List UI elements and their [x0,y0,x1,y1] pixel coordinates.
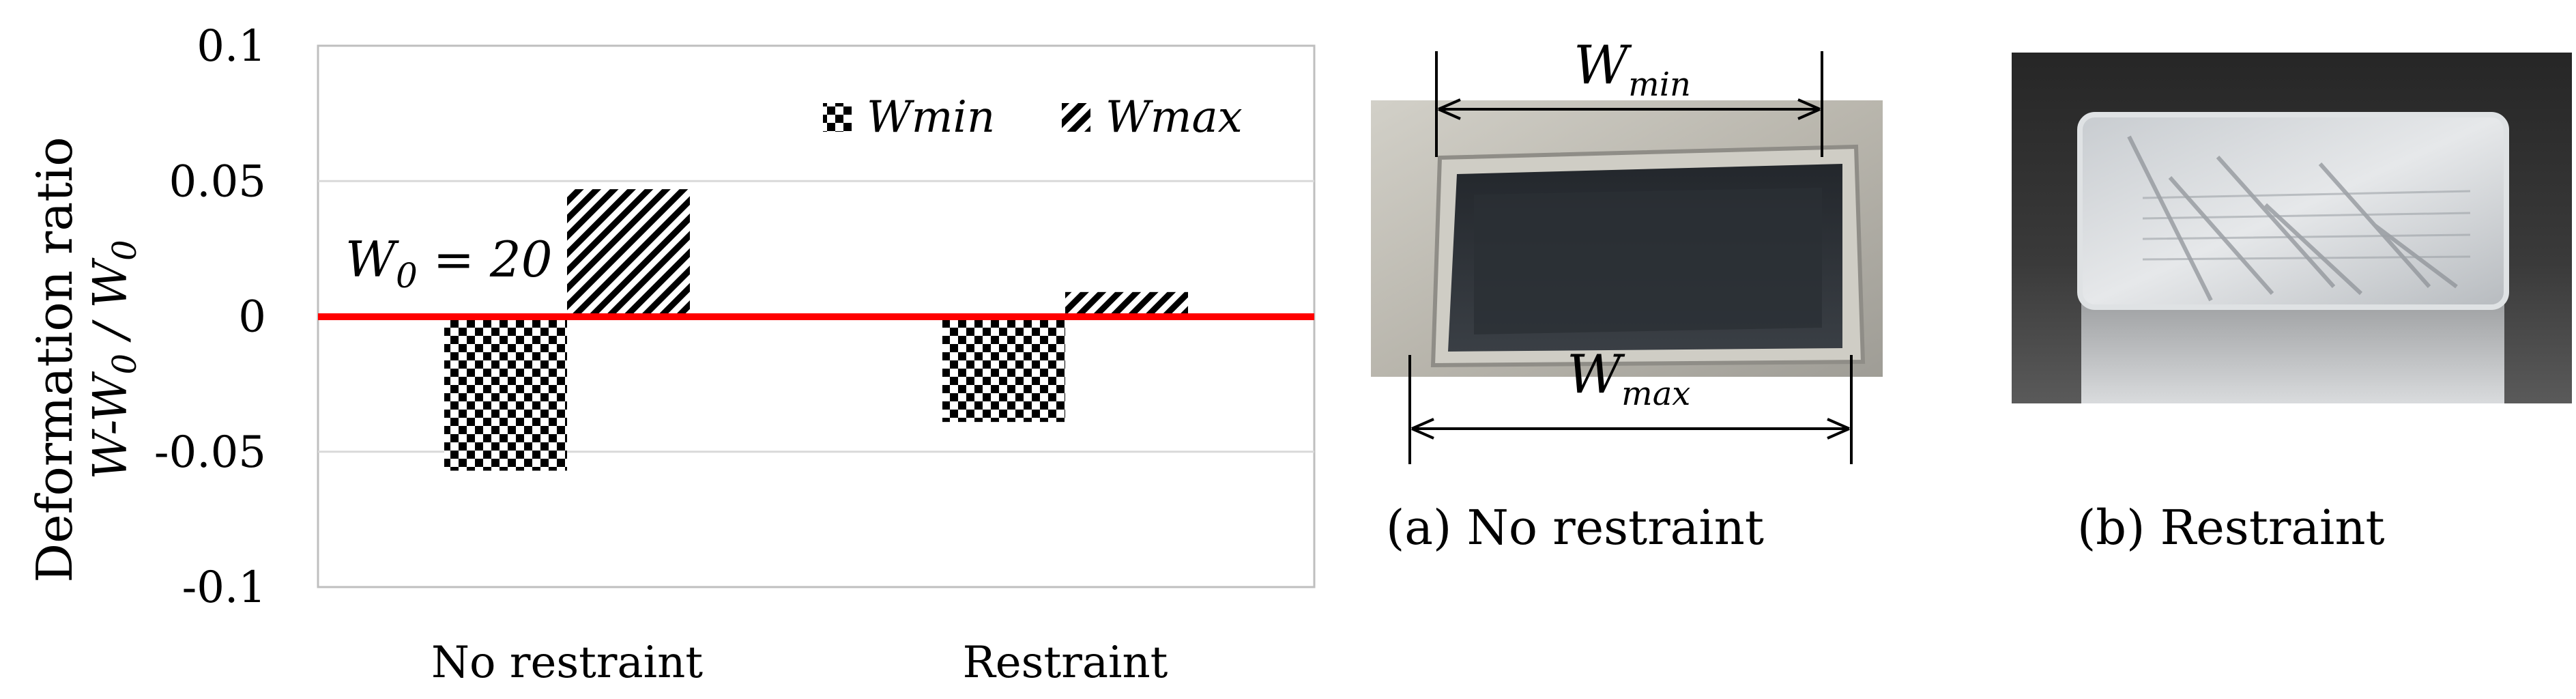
bar-wmax-no-restraint [567,189,690,317]
face-stripes [2142,190,2471,261]
wmin-arrow-left [1438,98,1461,120]
wmax-label: Wmax [1567,344,1690,413]
bar-wmin-restraint [942,316,1065,423]
legend-label-wmin: Wmin [867,92,995,143]
bars [444,189,1188,471]
photo-no-restraint: Wmin Wmax [1371,35,1883,464]
caption-b: (b) Restraint [2077,500,2385,556]
legend-label-wmax: Wmax [1105,92,1243,143]
y-tick-label: -0.1 [182,562,266,613]
tube-body [2081,294,2504,403]
x-tick-label: Restraint [963,638,1168,688]
x-tick-label: No restraint [431,638,703,688]
wmax-arrow-right [1827,418,1850,440]
bar-wmin-no-restraint [444,316,567,471]
caption-a: (a) No restraint [1386,500,1764,556]
wmax-arrow-left [1411,418,1434,440]
y-axis-title-line2: W-W0 / W0 [84,240,144,479]
legend: Wmin Wmax [823,92,1243,143]
y-axis-title-line1: Deformation ratio [26,137,83,582]
y-axis-title: Deformation ratio W-W0 / W0 [26,137,144,582]
legend-swatch-wmin [823,103,852,132]
y-tick-label: -0.05 [154,427,266,478]
y-tick-label: 0.1 [197,21,266,72]
wmin-label: Wmin [1574,35,1691,104]
legend-swatch-wmax [1062,103,1090,132]
x-tick-labels: No restraint Restraint [431,638,1168,688]
tube-inner-wall [1474,188,1822,334]
y-tick-label: 0 [238,292,266,343]
y-tick-label: 0.05 [169,156,267,207]
bar-wmax-restraint [1065,291,1188,317]
y-tick-labels: 0.1 0.05 0 -0.05 -0.1 [154,21,266,613]
photo-restraint [2012,53,2572,403]
w0-annotation: W0 = 20 [345,231,553,296]
wmin-arrow-right [1797,98,1821,120]
